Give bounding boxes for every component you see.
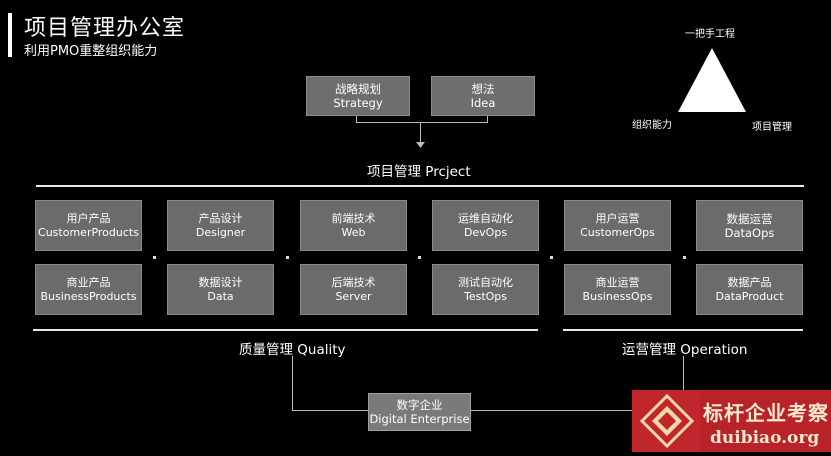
operation-divider	[563, 329, 803, 331]
grid-box-en: Web	[341, 225, 366, 239]
watermark-logo-icon	[632, 390, 702, 452]
grid-box-en: BusinessOps	[582, 289, 653, 303]
grid-box-en: Designer	[195, 225, 246, 239]
project-divider	[36, 185, 804, 187]
grid-box-cn: 数据运营	[726, 211, 773, 226]
grid-box-business-ops: 商业运营 BusinessOps	[564, 264, 671, 315]
grid-box-en: CustomerOps	[580, 225, 655, 239]
grid-box-devops: 运维自动化 DevOps	[432, 200, 539, 251]
grid-box-en: CustomerProducts	[38, 225, 139, 239]
watermark-banner	[700, 390, 831, 452]
connector-quality-horizontal	[292, 410, 368, 411]
grid-box-cn: 商业产品	[66, 275, 111, 289]
column-dot	[683, 256, 686, 259]
grid-box-customer-products: 用户产品 CustomerProducts	[35, 200, 142, 251]
triangle-right-label: 项目管理	[752, 122, 792, 133]
grid-box-en: DataProduct	[715, 289, 784, 303]
title-accent-bar	[8, 13, 12, 57]
digital-enterprise-box: 数字企业 Digital Enterprise	[368, 393, 471, 431]
strategy-box: 战略规划 Strategy	[306, 76, 410, 116]
triangle-shape	[678, 48, 746, 112]
strategy-box-en: Strategy	[333, 96, 383, 110]
digital-enterprise-cn: 数字企业	[396, 398, 443, 412]
connector-join	[356, 122, 488, 123]
connector-strategy	[356, 116, 357, 122]
grid-box-en: DataOps	[724, 225, 775, 240]
idea-box-cn: 想法	[471, 82, 495, 96]
grid-box-web: 前端技术 Web	[300, 200, 407, 251]
grid-box-business-products: 商业产品 BusinessProducts	[35, 264, 142, 315]
connector-operation	[683, 356, 684, 392]
idea-box: 想法 Idea	[431, 76, 535, 116]
idea-box-en: Idea	[470, 96, 496, 110]
triangle-top-label: 一把手工程	[685, 29, 735, 40]
grid-box-cn: 产品设计	[198, 211, 243, 225]
page-subtitle: 利用PMO重整组织能力	[24, 44, 158, 59]
operation-label: 运营管理 Operation	[622, 342, 748, 358]
grid-box-cn: 数据设计	[198, 275, 243, 289]
grid-box-data-ops: 数据运营 DataOps	[696, 200, 803, 251]
grid-box-cn: 数据产品	[727, 275, 772, 289]
grid-box-en: Data	[207, 289, 234, 303]
grid-box-en: Server	[335, 289, 372, 303]
digital-enterprise-en: Digital Enterprise	[369, 412, 470, 426]
strategy-box-cn: 战略规划	[335, 82, 381, 96]
column-dot	[550, 256, 553, 259]
column-dot	[153, 256, 156, 259]
grid-box-testops: 测试自动化 TestOps	[432, 264, 539, 315]
connector-idea	[487, 116, 488, 122]
grid-box-customer-ops: 用户运营 CustomerOps	[564, 200, 671, 251]
connector-down	[420, 122, 421, 144]
grid-box-en: DevOps	[463, 225, 508, 239]
page-title: 项目管理办公室	[24, 16, 186, 41]
column-dot	[418, 256, 421, 259]
quality-divider	[33, 329, 538, 331]
grid-box-cn: 测试自动化	[458, 275, 513, 289]
column-dot	[286, 256, 289, 259]
grid-box-designer: 产品设计 Designer	[167, 200, 274, 251]
triangle-left-label: 组织能力	[632, 120, 672, 131]
connector-quality	[292, 356, 293, 411]
watermark-title: 标杆企业考察	[703, 401, 829, 425]
grid-box-en: TestOps	[463, 289, 508, 303]
project-label: 项目管理 Prcject	[367, 164, 471, 180]
grid-box-server: 后端技术 Server	[300, 264, 407, 315]
arrow-down-icon	[416, 142, 425, 148]
quality-label: 质量管理 Quality	[239, 342, 346, 358]
grid-box-cn: 后端技术	[331, 275, 376, 289]
grid-box-en: BusinessProducts	[40, 289, 137, 303]
grid-box-data-product: 数据产品 DataProduct	[696, 264, 803, 315]
watermark-url: duibiao.org	[710, 428, 820, 448]
grid-box-cn: 用户产品	[66, 211, 111, 225]
grid-box-data: 数据设计 Data	[167, 264, 274, 315]
connector-enterprise-right	[471, 410, 635, 411]
grid-box-cn: 用户运营	[595, 211, 640, 225]
grid-box-cn: 前端技术	[331, 211, 376, 225]
grid-box-cn: 商业运营	[595, 275, 640, 289]
grid-box-cn: 运维自动化	[458, 211, 513, 225]
